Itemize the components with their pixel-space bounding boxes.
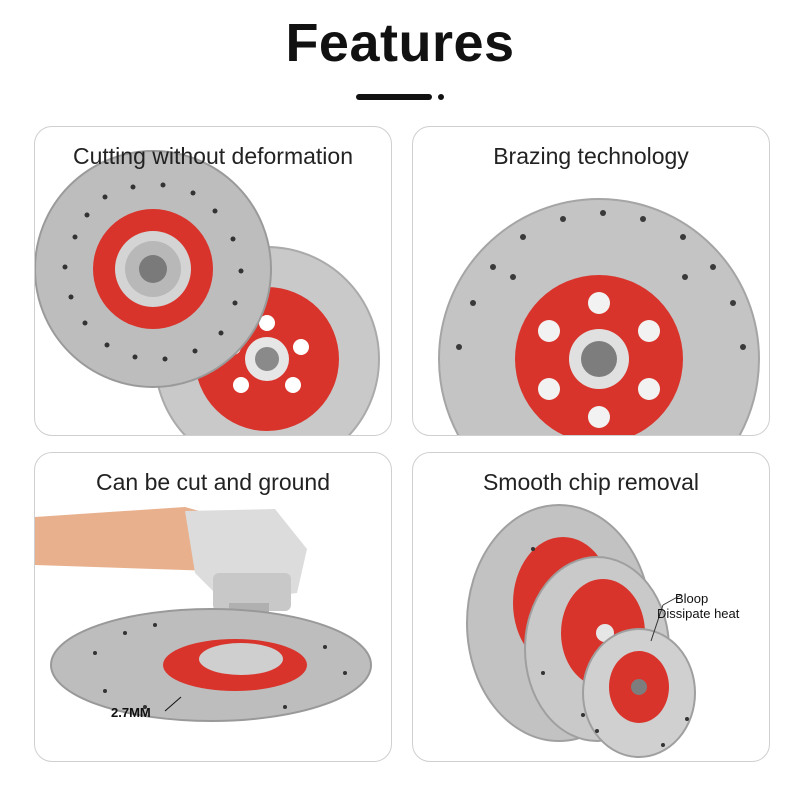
- feature-card-cut-ground: Can be cut and ground 2.7MM: [34, 452, 392, 762]
- card-caption: Cutting without deformation: [73, 143, 353, 169]
- thickness-label: 2.7MM: [111, 705, 151, 720]
- feature-card-brazing: Brazing technology: [412, 126, 770, 436]
- callout-label: Bloop Dissipate heat: [657, 591, 739, 621]
- callout-line-2: Dissipate heat: [657, 606, 740, 621]
- page-title: Features: [285, 13, 515, 73]
- card-caption: Brazing technology: [493, 143, 689, 169]
- card-caption: Smooth chip removal: [482, 469, 700, 495]
- disc-stack-image: [466, 504, 696, 758]
- disc-closeup-image: [438, 198, 760, 435]
- grinder-image: [35, 507, 372, 722]
- callout-line-1: Bloop: [675, 591, 709, 606]
- card-caption: Can be cut and ground: [95, 469, 330, 495]
- feature-card-cutting: Cutting without deformation: [34, 126, 392, 436]
- title-underline-dot: [438, 94, 444, 100]
- feature-card-chip-removal: Smooth chip removal Bloop Dissipate heat: [412, 452, 770, 762]
- disc-pair-image: [35, 150, 380, 435]
- title-underline: [356, 94, 432, 100]
- front-disc: [35, 150, 272, 388]
